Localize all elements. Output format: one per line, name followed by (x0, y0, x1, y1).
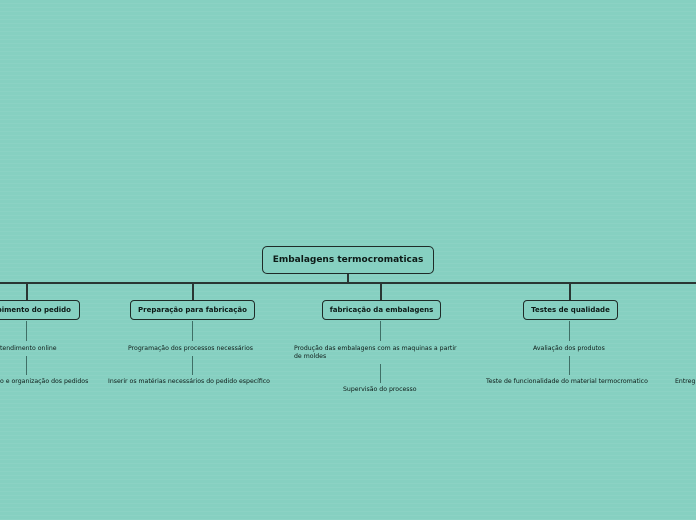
branch-stem-line (380, 282, 382, 301)
horizontal-connector-line (0, 282, 696, 284)
leaf-item[interactable]: Avaliação dos produtos (533, 345, 605, 352)
branch-stem-line (192, 282, 194, 301)
leaf-item[interactable]: Programação dos processos necessários (128, 345, 253, 352)
leaf-connector-line (192, 356, 193, 375)
leaf-item[interactable]: Inserir os matérias necessários do pedid… (108, 378, 270, 385)
root-stem-line (347, 274, 349, 283)
leaf-connector-line (569, 321, 570, 341)
leaf-connector-line (380, 364, 381, 383)
leaf-item[interactable]: Entreg (675, 378, 696, 385)
branch-label: Testes de qualidade (531, 306, 610, 314)
leaf-item[interactable]: o e organização dos pedidos (0, 378, 89, 385)
leaf-connector-line (26, 356, 27, 375)
root-label: Embalagens termocromaticas (272, 255, 424, 265)
leaf-item[interactable]: Supervisão do processo (343, 386, 417, 393)
branch-node-receiving-order[interactable]: bimento do pedido (0, 300, 80, 320)
leaf-connector-line (26, 321, 27, 341)
leaf-connector-line (380, 321, 381, 341)
branch-stem-line (26, 282, 28, 301)
leaf-connector-line (569, 356, 570, 375)
branch-node-preparation[interactable]: Preparação para fabricação (130, 300, 255, 320)
branch-label: Preparação para fabricação (138, 306, 247, 314)
branch-node-quality-tests[interactable]: Testes de qualidade (523, 300, 618, 320)
branch-label: fabricação da embalagens (329, 306, 434, 314)
leaf-item-continued[interactable]: de moldes (294, 353, 327, 360)
branch-stem-line (569, 282, 571, 301)
branch-label: bimento do pedido (0, 306, 71, 314)
leaf-item[interactable]: Produção das embalagens com as maquinas … (294, 345, 457, 352)
leaf-item[interactable]: Teste de funcionalidade do material term… (486, 378, 648, 385)
leaf-item[interactable]: tendimento online (0, 345, 57, 352)
leaf-connector-line (192, 321, 193, 341)
branch-node-manufacturing[interactable]: fabricação da embalagens (322, 300, 441, 320)
root-node[interactable]: Embalagens termocromaticas (262, 246, 434, 274)
